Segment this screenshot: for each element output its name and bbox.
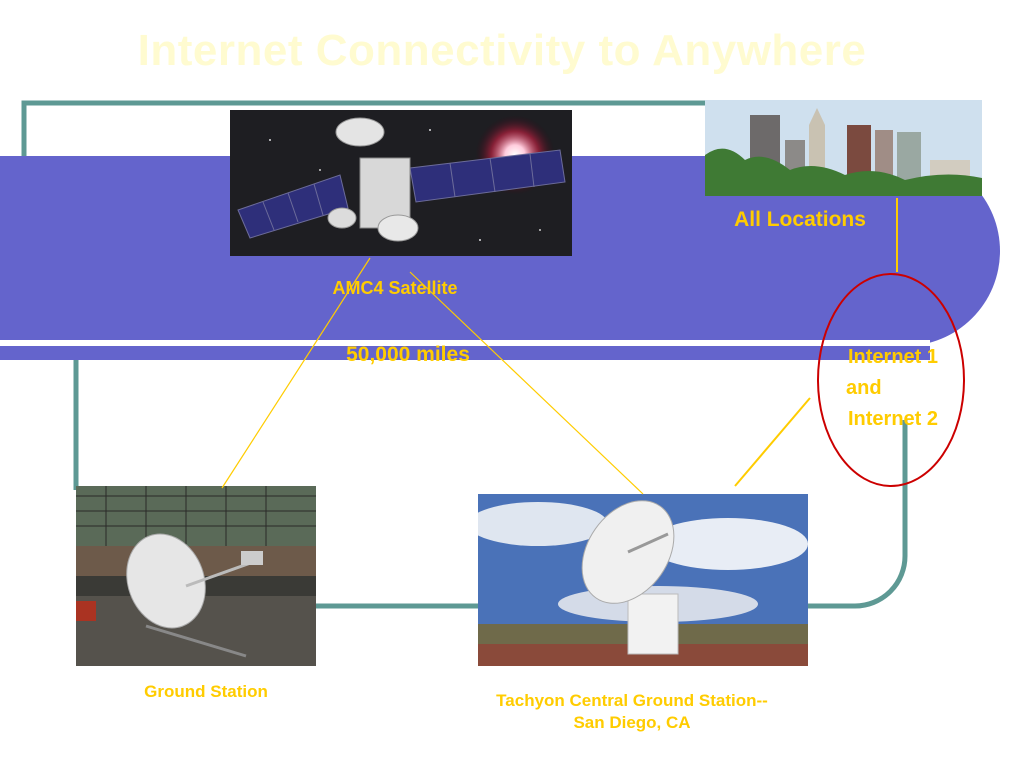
city-skyline-photo (705, 100, 982, 196)
internet-label: Internet 1 and Internet 2 (818, 342, 968, 435)
central-station-label: Tachyon Central Ground Station-- San Die… (452, 690, 812, 734)
link-satellite-ground-station (221, 257, 371, 489)
satellite-label: AMC4 Satellite (332, 278, 458, 298)
slide-title: Internet Connectivity to Anywhere (137, 26, 867, 75)
frame-right-curve (808, 420, 908, 609)
large-dish-photo (478, 494, 808, 666)
central-station-line1: Tachyon Central Ground Station-- (496, 691, 768, 710)
ground-station-label: Ground Station (144, 682, 268, 701)
link-satellite-central-station (409, 271, 644, 495)
central-station-line2: San Diego, CA (573, 713, 691, 732)
distance-label: 50,000 miles (346, 343, 470, 366)
internet-1-label: Internet 1 (847, 346, 939, 368)
internet-and-label: and (846, 377, 882, 399)
small-dish-photo (76, 486, 316, 666)
band-divider (0, 340, 930, 346)
all-locations-label: All Locations (734, 208, 866, 231)
blue-band-stripe (0, 346, 930, 360)
satellite-photo (230, 110, 572, 256)
frame-top-line (21, 100, 830, 158)
internet-2-label: Internet 2 (847, 408, 939, 430)
internet-highlight-ellipse (817, 273, 965, 487)
link-central-internet (734, 397, 811, 487)
